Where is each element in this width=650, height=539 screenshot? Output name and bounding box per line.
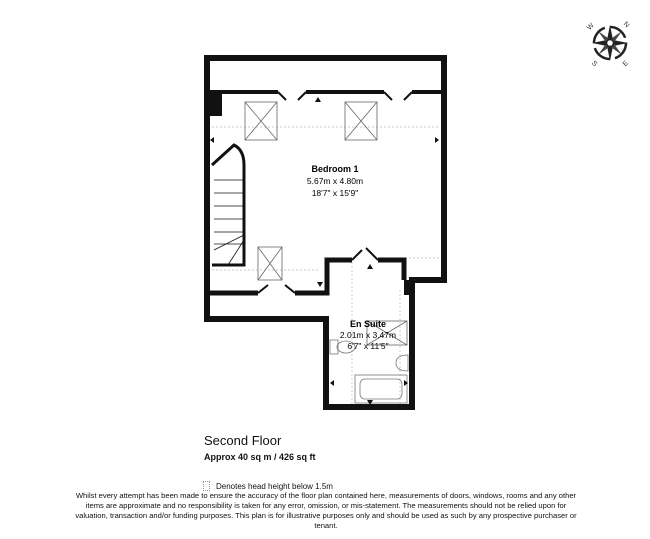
measurement-arrows [210,97,439,405]
outer-wall [204,55,447,410]
floor-area: Approx 40 sq m / 426 sq ft [204,452,316,462]
legend: Denotes head height below 1.5m [203,481,333,491]
bathroom-fixtures [329,339,409,404]
compass-e: E [622,60,630,68]
chimney-block [208,92,222,116]
room-name: Bedroom 1 [311,164,358,174]
disclaimer: Whilst every attempt has been made to en… [75,491,577,530]
head-height-lines [212,126,440,405]
compass-s: S [590,60,598,68]
compass-n: N [622,21,631,30]
room-size-metric: 5.67m x 4.80m [307,176,363,186]
room-name: En Suite [350,319,386,329]
room-size-imperial: 6'7" x 11'5" [347,341,388,351]
compass-w: W [586,22,596,32]
room-size-metric: 2.01m x 3.47m [340,330,396,340]
head-height-swatch [203,481,210,491]
compass-icon: N E S W [586,21,630,69]
legend-text: Denotes head height below 1.5m [216,481,333,491]
lower-partition-wall [208,257,407,296]
floor-title: Second Floor [204,433,282,448]
staircase [210,143,246,267]
skylights [244,101,408,346]
room-size-imperial: 18'7" x 15'9" [312,188,359,198]
